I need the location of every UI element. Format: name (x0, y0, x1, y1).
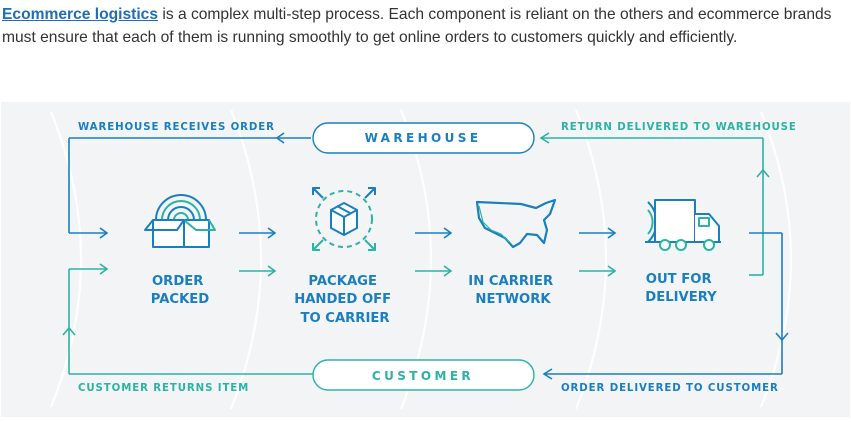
usa-map-icon (475, 198, 557, 249)
step1-line2: PACKED (151, 292, 210, 307)
step2-line1: PACKAGE (308, 274, 377, 289)
right-flow-line (542, 232, 789, 380)
arrow-step3-step4 (579, 227, 617, 277)
logistics-diagram: WAREHOUSE RECEIVES ORDER WAREHOUSE RETUR… (1, 102, 850, 417)
package-handoff-icon (312, 187, 376, 251)
step-in-carrier-network-label: IN CARRIER NETWORK (468, 274, 557, 307)
warehouse-pill-label: WAREHOUSE (365, 131, 482, 145)
intro-text: is a complex multi-step process. Each co… (2, 6, 832, 46)
step3-line2: NETWORK (475, 292, 551, 307)
step-package-handed-off-label: PACKAGE HANDED OFF TO CARRIER (294, 274, 396, 326)
step4-line2: DELIVERY (645, 290, 717, 305)
bottom-left-flow-line (62, 263, 313, 375)
warehouse-pill: WAREHOUSE (312, 122, 535, 154)
arrow-step2-step3 (415, 227, 453, 277)
warehouse-receives-order-label: WAREHOUSE RECEIVES ORDER (78, 122, 275, 133)
ecommerce-logistics-link[interactable]: Ecommerce logistics (2, 6, 159, 23)
customer-pill-label: CUSTOMER (372, 369, 474, 383)
step2-line3: TO CARRIER (300, 311, 389, 326)
arrow-step1-step2 (239, 227, 277, 277)
return-delivered-to-warehouse-label: RETURN DELIVERED TO WAREHOUSE (561, 122, 797, 133)
top-right-flow-line (539, 132, 770, 276)
delivery-truck-icon (645, 199, 721, 251)
step-order-packed-label: ORDER PACKED (151, 274, 210, 307)
open-box-icon (144, 194, 216, 248)
step-out-for-delivery-label: OUT FOR DELIVERY (645, 272, 717, 305)
customer-returns-item-label: CUSTOMER RETURNS ITEM (78, 383, 249, 394)
top-left-flow-line (68, 132, 311, 239)
step3-line1: IN CARRIER (468, 274, 553, 289)
order-delivered-to-customer-label: ORDER DELIVERED TO CUSTOMER (561, 383, 779, 394)
forward-arrows (239, 227, 617, 277)
step1-line1: ORDER (152, 274, 203, 289)
step4-line1: OUT FOR (646, 272, 712, 287)
customer-pill: CUSTOMER (312, 359, 535, 391)
intro-paragraph: Ecommerce logistics is a complex multi-s… (2, 4, 847, 49)
step2-line2: HANDED OFF (294, 292, 391, 307)
diagram-canvas: WAREHOUSE RECEIVES ORDER WAREHOUSE RETUR… (49, 109, 797, 410)
